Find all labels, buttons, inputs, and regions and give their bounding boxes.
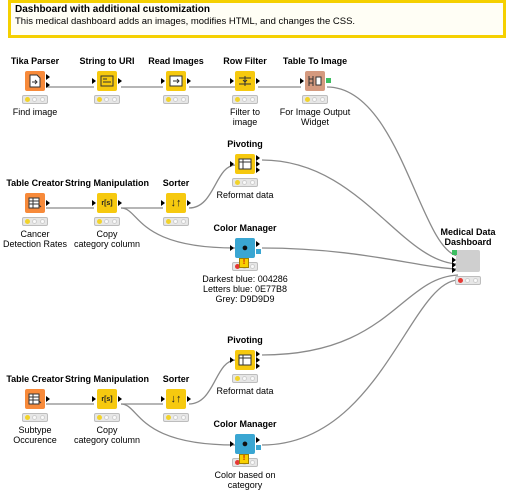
annotation-title: Dashboard with additional customization xyxy=(15,4,211,15)
node-string-manipulation-2[interactable]: String Manipulation r[s] Copy category c… xyxy=(62,373,152,445)
node-status xyxy=(232,95,258,104)
node-color-manager-1[interactable]: Color Manager ● ! Darkest blue: 004286 L… xyxy=(200,222,290,304)
node-status xyxy=(163,217,189,226)
node-string-to-uri[interactable]: String to URI xyxy=(62,55,152,104)
node-status xyxy=(455,276,481,285)
node-title: String to URI xyxy=(79,56,135,66)
node-label: Reformat data xyxy=(216,190,274,200)
node-pivoting-2[interactable]: Pivoting Reformat data xyxy=(200,334,290,396)
node-status xyxy=(302,95,328,104)
node-label: Color based on category xyxy=(214,470,276,490)
string-glyph: r[s] xyxy=(101,395,113,403)
pivot-icon xyxy=(230,350,260,370)
node-sorter-2[interactable]: Sorter ↓↑ xyxy=(131,373,221,422)
node-label: Cancer Detection Rates xyxy=(2,229,68,249)
color-drop-icon: ● xyxy=(230,434,261,454)
warning-icon: ! xyxy=(239,258,249,268)
node-label: For Image Output Widget xyxy=(279,107,351,127)
annotation-text: This medical dashboard adds an images, m… xyxy=(15,16,356,27)
document-arrow-icon xyxy=(25,71,50,91)
node-pivoting-1[interactable]: Pivoting Reformat data xyxy=(200,138,290,200)
component-icon xyxy=(452,250,480,273)
node-label: Copy category column xyxy=(73,425,141,445)
node-title: Row Filter xyxy=(223,56,267,66)
node-read-images[interactable]: Read Images xyxy=(131,55,221,104)
node-title: Sorter xyxy=(162,178,190,188)
string-glyph: r[s] xyxy=(101,199,113,207)
node-tika-parser[interactable]: Tika Parser Find image xyxy=(0,55,80,117)
warning-icon: ! xyxy=(239,454,249,464)
node-table-to-image[interactable]: Table To Image For Image Output Widget xyxy=(270,55,360,127)
node-status xyxy=(94,413,120,422)
pivot-icon xyxy=(230,154,260,174)
node-row-filter[interactable]: Row Filter Filter to image xyxy=(200,55,290,127)
node-status xyxy=(22,413,48,422)
sort-glyph: ↓↑ xyxy=(170,197,182,209)
string-bracket-icon: r[s] xyxy=(92,389,122,409)
node-label: Reformat data xyxy=(216,386,274,396)
node-status xyxy=(22,217,48,226)
node-status: ! xyxy=(232,454,258,467)
table-create-icon xyxy=(25,193,50,213)
sort-arrows-icon: ↓↑ xyxy=(161,389,191,409)
node-table-creator-2[interactable]: Table Creator Subtype Occurence xyxy=(0,373,80,445)
node-status xyxy=(94,95,120,104)
node-table-creator-1[interactable]: Table Creator Cancer Detection Rates xyxy=(0,177,80,249)
node-medical-data-dashboard[interactable]: Medical Data Dashboard xyxy=(423,227,512,285)
node-status xyxy=(232,178,258,187)
node-title: Tika Parser xyxy=(10,56,60,66)
filter-arrows-icon xyxy=(230,71,260,91)
color-glyph: ● xyxy=(241,438,249,450)
node-sorter-1[interactable]: Sorter ↓↑ xyxy=(131,177,221,226)
node-label: Copy category column xyxy=(73,229,141,249)
node-title: Table Creator xyxy=(6,374,64,384)
node-status xyxy=(232,374,258,383)
node-status xyxy=(94,217,120,226)
node-title: String Manipulation xyxy=(65,374,149,384)
node-status xyxy=(22,95,48,104)
table-image-icon xyxy=(300,71,331,91)
table-create-icon xyxy=(25,389,50,409)
node-title: Pivoting xyxy=(227,139,263,149)
node-title: String Manipulation xyxy=(65,178,149,188)
node-title: Sorter xyxy=(162,374,190,384)
color-drop-icon: ● xyxy=(230,238,261,258)
node-title: Color Manager xyxy=(213,223,277,233)
node-string-manipulation-1[interactable]: String Manipulation r[s] Copy category c… xyxy=(62,177,152,249)
sort-glyph: ↓↑ xyxy=(170,393,182,405)
node-title: Color Manager xyxy=(213,419,277,429)
node-label: Darkest blue: 004286 Letters blue: 0E77B… xyxy=(202,274,288,304)
sort-arrows-icon: ↓↑ xyxy=(161,193,191,213)
node-status xyxy=(163,95,189,104)
node-title: Table To Image xyxy=(282,56,348,66)
workflow-annotation[interactable]: Dashboard with additional customization … xyxy=(8,0,506,38)
color-glyph: ● xyxy=(241,242,249,254)
node-status xyxy=(163,413,189,422)
node-label: Find image xyxy=(12,107,58,117)
string-bracket-icon: r[s] xyxy=(92,193,122,213)
node-color-manager-2[interactable]: Color Manager ● ! Color based on categor… xyxy=(200,418,290,490)
node-title: Read Images xyxy=(148,56,204,66)
node-label: Subtype Occurence xyxy=(13,425,57,445)
uri-convert-icon xyxy=(92,71,122,91)
node-title: Table Creator xyxy=(6,178,64,188)
node-title: Pivoting xyxy=(227,335,263,345)
image-read-icon xyxy=(161,71,191,91)
node-title: Medical Data Dashboard xyxy=(440,227,496,247)
node-label: Filter to image xyxy=(229,107,260,127)
node-status: ! xyxy=(232,258,258,271)
